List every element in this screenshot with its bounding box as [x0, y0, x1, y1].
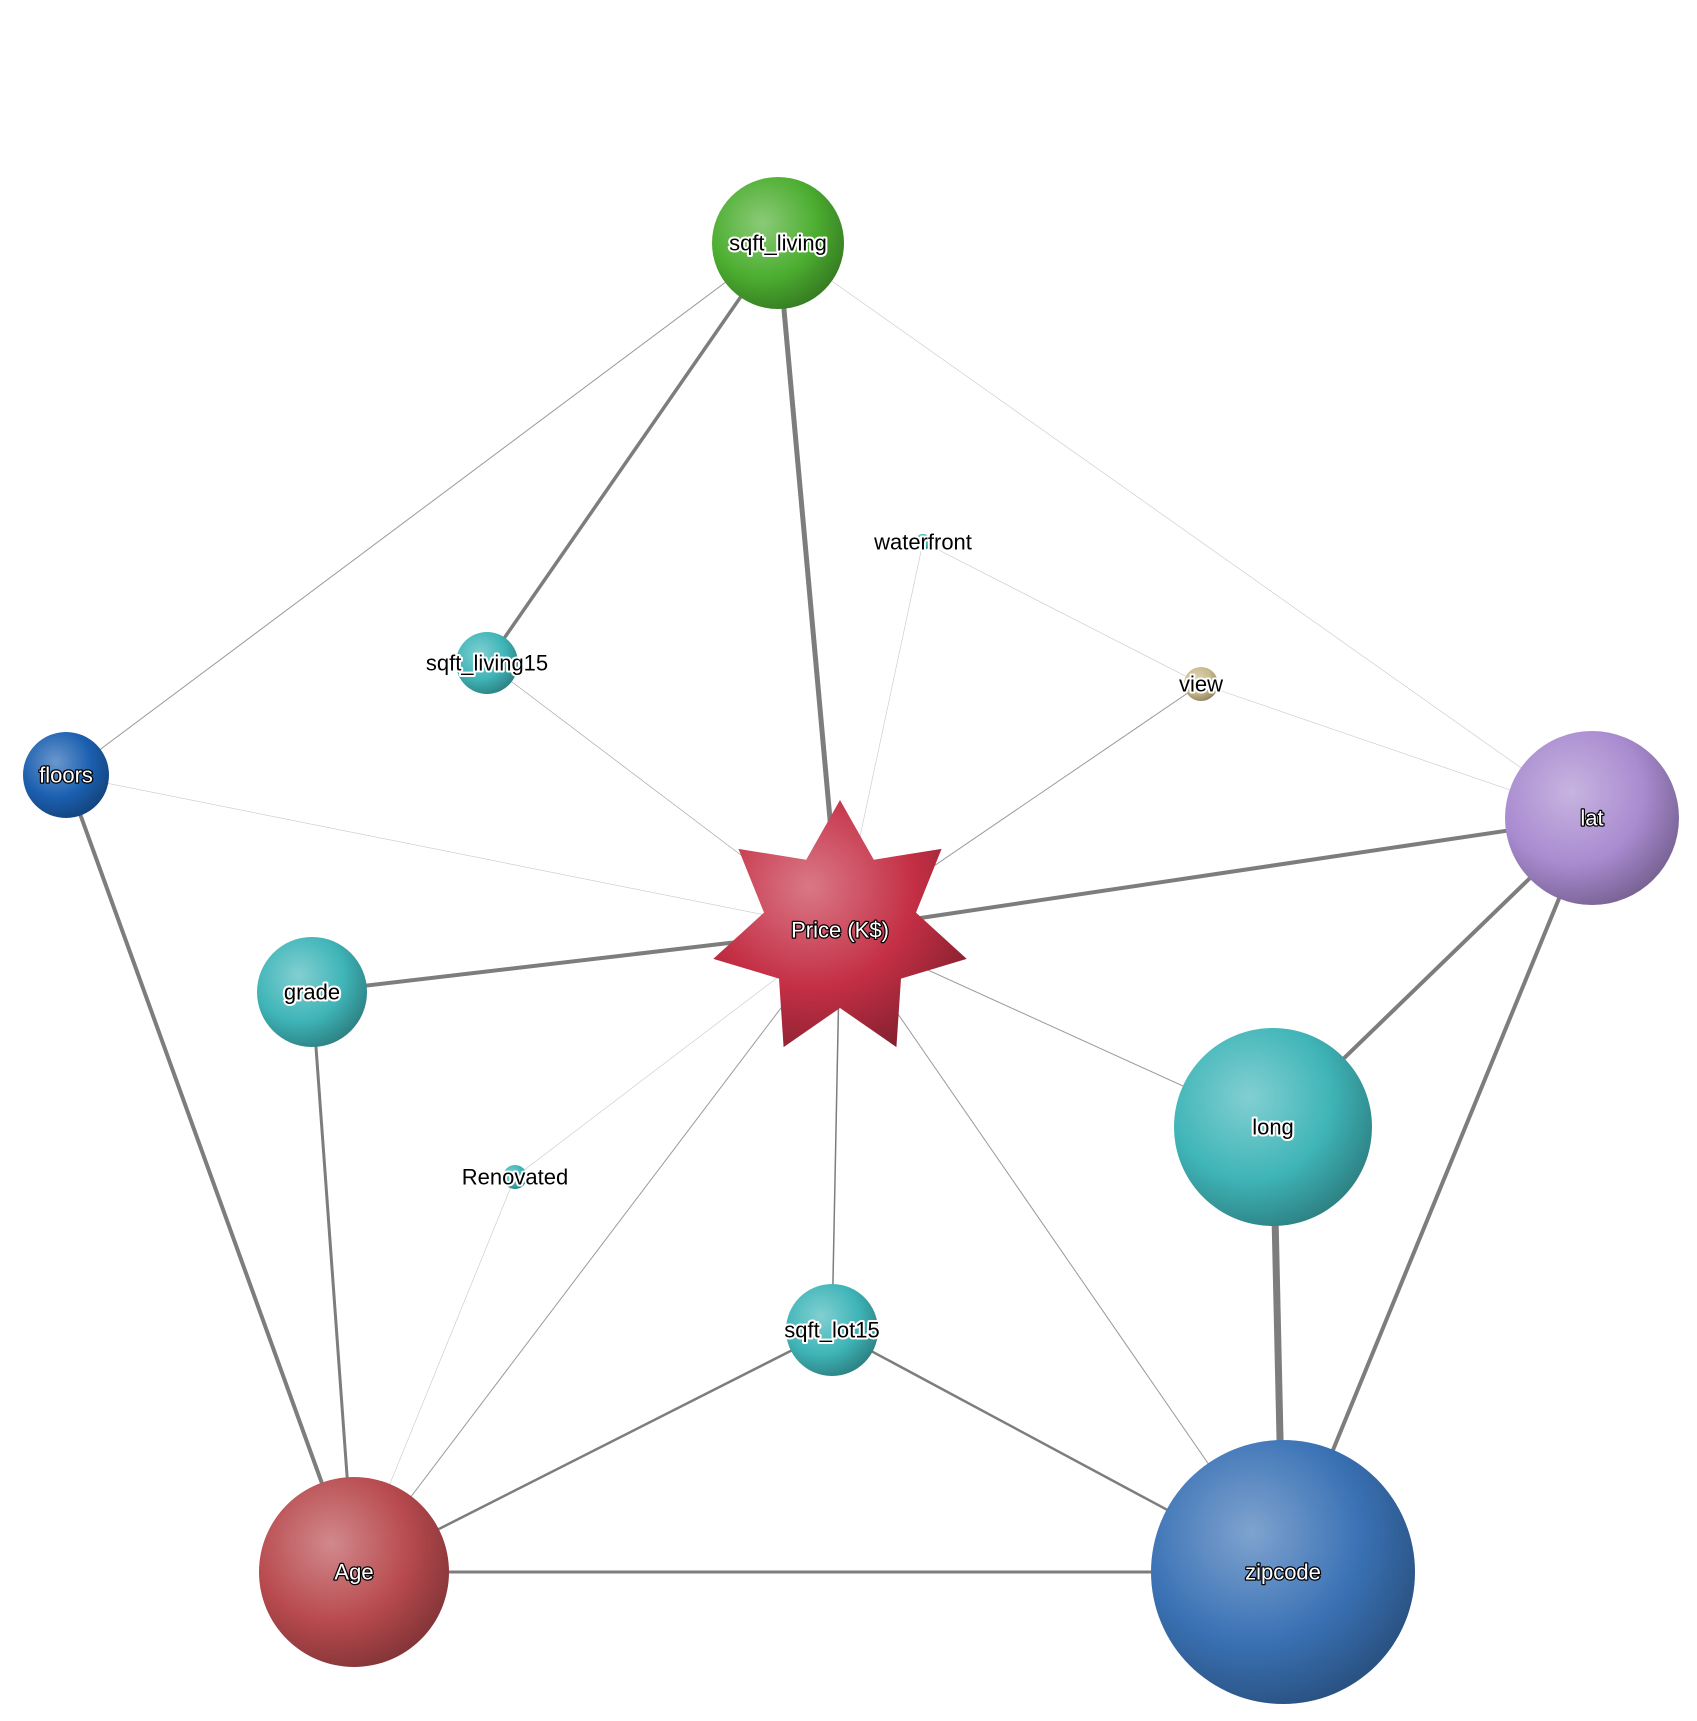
node-long[interactable] — [1174, 1028, 1372, 1226]
edge-sqft_living-lat — [777, 242, 1593, 819]
node-label-waterfront: waterfront — [873, 530, 972, 555]
edge-floors-age — [64, 774, 356, 1573]
node-label-lat: lat — [1580, 806, 1603, 831]
edge-lat-price — [839, 816, 1593, 932]
node-label-view: view — [1179, 672, 1223, 697]
edge-sqft_living-floors — [65, 242, 779, 776]
node-sqft_living15[interactable] — [456, 632, 518, 694]
node-label-zipcode: zipcode — [1245, 1560, 1321, 1585]
node-price[interactable] — [713, 800, 967, 1048]
node-lat[interactable] — [1505, 731, 1679, 905]
node-renovated[interactable] — [503, 1165, 527, 1189]
node-label-renovated: Renovated — [462, 1165, 568, 1190]
node-label-sqft_living: sqft_living — [729, 231, 827, 256]
node-sqft_lot15[interactable] — [786, 1284, 878, 1376]
edge-price-age — [353, 929, 841, 1573]
node-zipcode[interactable] — [1151, 1440, 1415, 1704]
node-age[interactable] — [259, 1477, 449, 1667]
nodes-layer — [23, 177, 1679, 1704]
edge-waterfront-view — [922, 541, 1202, 685]
edge-grade-age — [310, 991, 356, 1573]
node-label-floors: floors — [39, 763, 93, 788]
node-label-sqft_living15: sqft_living15 — [426, 651, 548, 676]
node-label-grade: grade — [284, 980, 340, 1005]
node-label-long: long — [1252, 1115, 1294, 1140]
edge-sqft_living-price — [775, 242, 843, 931]
node-label-price: Price (K$) — [791, 918, 889, 943]
node-label-sqft_lot15: sqft_lot15 — [784, 1318, 879, 1343]
node-sqft_living[interactable] — [712, 177, 844, 309]
node-view[interactable] — [1184, 667, 1218, 701]
node-label-age: Age — [334, 1560, 373, 1585]
node-grade[interactable] — [257, 937, 367, 1047]
edge-lat-zipcode — [1281, 817, 1594, 1573]
node-floors[interactable] — [23, 732, 109, 818]
node-waterfront[interactable] — [915, 534, 931, 550]
edge-floors-price — [65, 774, 841, 931]
edge-sqft_living-sqft_living15 — [485, 242, 780, 664]
